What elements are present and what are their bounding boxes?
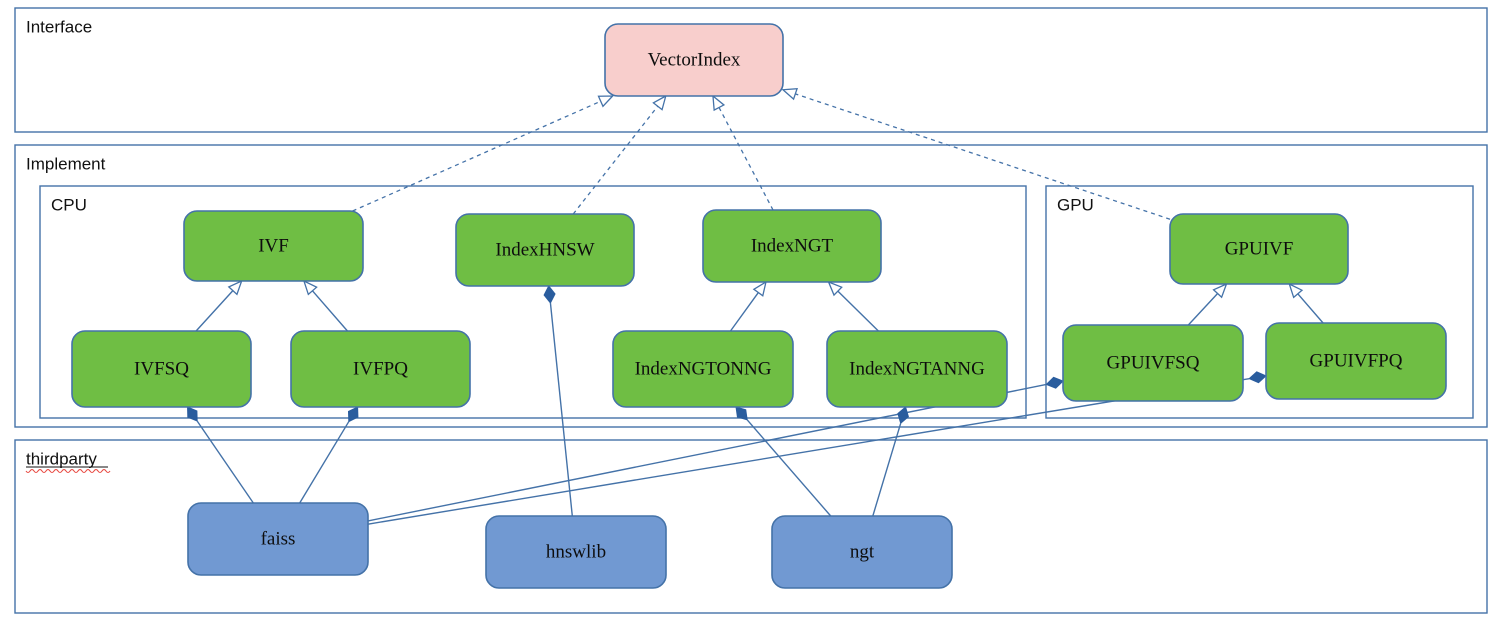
edge-ngt-to-indexngtonng — [735, 406, 832, 517]
edge-line-faiss-ivfsq — [196, 420, 254, 504]
node-ivfpq[interactable]: IVFPQ — [290, 330, 471, 408]
container-label-gpu: GPU — [1057, 195, 1094, 214]
node-label-gpuivf: GPUIVF — [1225, 238, 1294, 259]
edge-line-indexngtanng-indexngt — [837, 290, 879, 332]
edge-ngt-to-indexngtanng — [872, 406, 909, 517]
node-box-ivf[interactable] — [183, 210, 364, 282]
node-gpuivfsq[interactable]: GPUIVFSQ — [1062, 324, 1244, 402]
container-label-interface: Interface — [26, 17, 92, 36]
node-indexhnsw[interactable]: IndexHNSW — [455, 213, 635, 287]
node-label-indexhnsw: IndexHNSW — [495, 239, 594, 260]
arrowhead-hollow-triangle-ivfpq-ivf — [302, 279, 318, 296]
node-box-indexngtanng[interactable] — [826, 330, 1008, 408]
node-label-faiss: faiss — [261, 528, 296, 549]
edge-ivfpq-to-ivf — [302, 279, 348, 332]
node-label-ngt: ngt — [850, 541, 875, 562]
node-box-gpuivfpq[interactable] — [1265, 322, 1447, 400]
node-vectorindex[interactable]: VectorIndex — [604, 23, 784, 97]
edge-hnswlib-to-indexhnsw — [543, 285, 574, 517]
container-label-thirdparty: thirdparty — [26, 449, 97, 468]
node-hnswlib[interactable]: hnswlib — [485, 515, 667, 589]
node-label-gpuivfpq: GPUIVFPQ — [1310, 350, 1403, 371]
edge-line-indexngtonng-indexngt — [729, 292, 759, 332]
node-label-gpuivfsq: GPUIVFSQ — [1107, 352, 1200, 373]
node-ivfsq[interactable]: IVFSQ — [71, 330, 252, 408]
node-box-faiss[interactable] — [187, 502, 369, 576]
edge-line-gpuivf-vectorindex — [795, 93, 1171, 220]
edge-indexngtanng-to-indexngt — [827, 280, 879, 332]
node-indexngtanng[interactable]: IndexNGTANNG — [826, 330, 1008, 408]
edge-ivfsq-to-ivf — [195, 279, 243, 332]
node-ngt[interactable]: ngt — [771, 515, 953, 589]
edge-line-gpuivfsq-gpuivf — [1187, 293, 1219, 326]
edge-line-ivf-vectorindex — [352, 100, 601, 212]
node-indexngtonng[interactable]: IndexNGTONNG — [612, 330, 794, 408]
edge-faiss-to-ivfpq — [299, 406, 359, 504]
edge-line-gpuivfpq-gpuivf — [1297, 293, 1324, 324]
edge-faiss-to-ivfsq — [187, 406, 254, 504]
node-box-vectorindex[interactable] — [604, 23, 784, 97]
edge-gpuivf-to-vectorindex — [781, 87, 1171, 220]
edge-line-ivfsq-ivf — [195, 290, 234, 332]
edge-line-indexhnsw-vectorindex — [572, 105, 659, 215]
edge-indexhnsw-to-vectorindex — [572, 94, 667, 215]
edge-gpuivfsq-to-gpuivf — [1187, 282, 1228, 326]
node-box-ivfsq[interactable] — [71, 330, 252, 408]
node-box-gpuivf[interactable] — [1169, 213, 1349, 285]
spellcheck-underline-thirdparty — [25, 468, 111, 474]
node-label-ivfsq: IVFSQ — [134, 358, 189, 379]
node-box-ngt[interactable] — [771, 515, 953, 589]
edge-line-hnswlib-indexhnsw — [549, 302, 574, 517]
edge-faiss-to-gpuivfpq — [367, 371, 1267, 525]
node-box-indexhnsw[interactable] — [455, 213, 635, 287]
edge-line-ngt-indexngtanng — [872, 423, 902, 517]
edge-line-faiss-ivfpq — [299, 421, 350, 504]
edge-layer — [187, 87, 1324, 525]
node-gpuivf[interactable]: GPUIVF — [1169, 213, 1349, 285]
node-label-ivf: IVF — [258, 235, 289, 256]
edge-indexngt-to-vectorindex — [712, 94, 774, 211]
node-box-hnswlib[interactable] — [485, 515, 667, 589]
node-label-hnswlib: hnswlib — [546, 541, 606, 562]
node-box-indexngtonng[interactable] — [612, 330, 794, 408]
node-label-vectorindex: VectorIndex — [648, 49, 741, 70]
edge-line-ngt-indexngtonng — [746, 419, 832, 517]
edge-ivf-to-vectorindex — [352, 95, 615, 212]
edge-line-ivfpq-ivf — [311, 290, 348, 332]
arrowhead-hollow-triangle-ivf-vectorindex — [597, 95, 615, 108]
node-indexngt[interactable]: IndexNGT — [702, 209, 882, 283]
edge-gpuivfpq-to-gpuivf — [1288, 282, 1324, 324]
node-label-indexngtanng: IndexNGTANNG — [849, 358, 985, 379]
node-box-gpuivfsq[interactable] — [1062, 324, 1244, 402]
edge-line-faiss-gpuivfpq — [367, 377, 1250, 525]
node-box-indexngt[interactable] — [702, 209, 882, 283]
arrowhead-hollow-triangle-ivfsq-ivf — [227, 279, 243, 296]
container-label-cpu: CPU — [51, 195, 87, 214]
node-label-indexngt: IndexNGT — [751, 235, 834, 256]
node-label-indexngtonng: IndexNGTONNG — [635, 358, 772, 379]
node-faiss[interactable]: faiss — [187, 502, 369, 576]
edge-indexngtonng-to-indexngt — [729, 280, 767, 332]
container-label-implement: Implement — [26, 154, 106, 173]
node-ivf[interactable]: IVF — [183, 210, 364, 282]
node-label-ivfpq: IVFPQ — [353, 358, 408, 379]
node-gpuivfpq[interactable]: GPUIVFPQ — [1265, 322, 1447, 400]
node-box-ivfpq[interactable] — [290, 330, 471, 408]
edge-line-indexngt-vectorindex — [718, 107, 774, 211]
